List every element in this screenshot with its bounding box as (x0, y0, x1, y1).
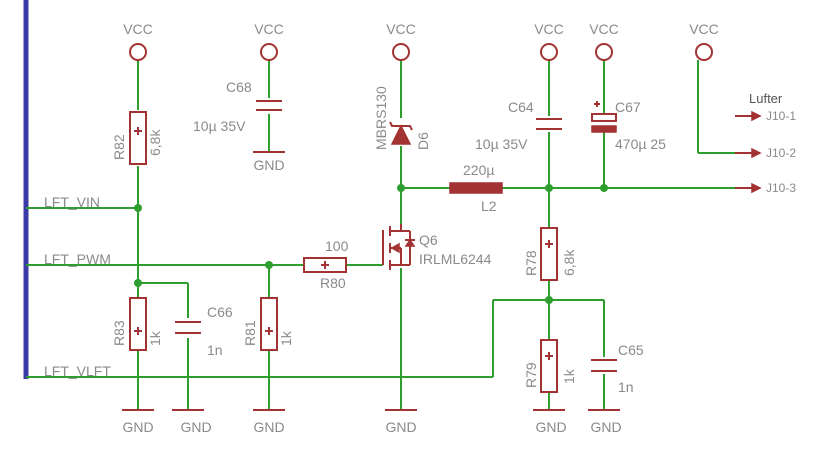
c68-name: C68 (226, 79, 252, 95)
r79-value: 1k (561, 368, 577, 384)
gnd-symbol: GND (253, 409, 285, 435)
gnd-label: GND (180, 419, 211, 435)
r81-value: 1k (278, 330, 294, 346)
r80-name: R80 (320, 275, 346, 291)
r80-value: 100 (325, 238, 349, 254)
connector-pin-2: J10-2 (766, 146, 796, 160)
capacitor-c68: C68 10µ 35V (193, 79, 282, 134)
junction-dot (134, 279, 142, 287)
gnd-symbol: GND (122, 409, 154, 435)
vcc-label: VCC (254, 21, 284, 37)
wires (26, 60, 752, 410)
resistor-r79: R79 1k (523, 339, 577, 393)
d6-value: MBRS130 (373, 86, 389, 150)
vcc-label: VCC (689, 21, 719, 37)
c66-value: 1n (207, 342, 223, 358)
capacitor-c64: C64 10µ 35V (475, 99, 562, 152)
vcc-symbol: VCC (123, 21, 153, 61)
gnd-symbol: GND (385, 409, 417, 435)
vcc-symbol: VCC (534, 21, 564, 61)
l2-value: 220µ (463, 162, 494, 178)
r83-value: 1k (147, 330, 163, 346)
junction-dot (397, 184, 405, 192)
gnd-label: GND (253, 419, 284, 435)
c68-value: 10µ 35V (193, 118, 246, 134)
net-label-vin: LFT_VIN (44, 194, 100, 210)
c65-value: 1n (618, 379, 634, 395)
resistor-r82: R82 6,8k (111, 111, 163, 165)
resistor-r83: R83 1k (111, 297, 163, 351)
junction-dot (545, 184, 553, 192)
capacitor-c65: C65 1n (591, 342, 644, 395)
vcc-label: VCC (589, 21, 619, 37)
vcc-symbol: VCC (689, 21, 719, 61)
connector-j10: Lufter J10-1 J10-2 J10-3 (735, 91, 796, 195)
r79-name: R79 (523, 362, 539, 388)
r83-name: R83 (111, 320, 127, 346)
net-label-vlft: LFT_VLFT (44, 363, 111, 379)
gnd-label: GND (535, 419, 566, 435)
junction-dot (600, 184, 608, 192)
r81-name: R81 (242, 320, 258, 346)
r82-value: 6,8k (147, 129, 163, 156)
c65-name: C65 (618, 342, 644, 358)
r78-value: 6,8k (561, 249, 577, 276)
mosfet-q6: Q6 IRLML6244 (382, 224, 492, 270)
connector-title: Lufter (749, 91, 783, 106)
net-label-pwm: LFT_PWM (44, 251, 111, 267)
l2-name: L2 (481, 198, 497, 214)
connector-pin-1: J10-1 (766, 109, 796, 123)
vcc-label: VCC (123, 21, 153, 37)
gnd-label: GND (122, 419, 153, 435)
junctions (134, 184, 608, 304)
c64-name: C64 (508, 99, 534, 115)
gnd-symbol: GND (253, 151, 285, 173)
q6-value: IRLML6244 (419, 251, 492, 267)
vcc-symbol: VCC (589, 21, 619, 61)
junction-dot (545, 296, 553, 304)
vcc-label: VCC (386, 21, 416, 37)
r82-name: R82 (111, 134, 127, 160)
gnd-symbol: GND (588, 409, 622, 435)
q6-name: Q6 (419, 232, 438, 248)
junction-dot (134, 204, 142, 212)
c66-name: C66 (207, 304, 233, 320)
junction-dot (265, 261, 273, 269)
capacitor-c66: C66 1n (175, 304, 233, 358)
vcc-label: VCC (534, 21, 564, 37)
gnd-label: GND (385, 419, 416, 435)
c67-value: 470µ 25 (615, 136, 666, 152)
gnd-symbol: GND (533, 409, 567, 435)
resistor-r80: 100 R80 (303, 238, 349, 291)
gnd-label: GND (590, 419, 621, 435)
connector-pin-3: J10-3 (766, 181, 796, 195)
c67-name: C67 (615, 99, 641, 115)
capacitor-c67: C67 470µ 25 (591, 99, 666, 152)
d6-name: D6 (415, 132, 431, 150)
resistor-r81: R81 1k (242, 297, 294, 351)
c64-value: 10µ 35V (475, 136, 528, 152)
gnd-label: GND (253, 157, 284, 173)
vcc-symbol: VCC (254, 21, 284, 61)
inductor-l2: 220µ L2 (449, 162, 503, 214)
resistor-r78: R78 6,8k (523, 227, 577, 281)
r78-name: R78 (523, 250, 539, 276)
vcc-symbol: VCC (386, 21, 416, 61)
gnd-symbol: GND (172, 409, 212, 435)
diode-d6: MBRS130 D6 (373, 86, 431, 150)
